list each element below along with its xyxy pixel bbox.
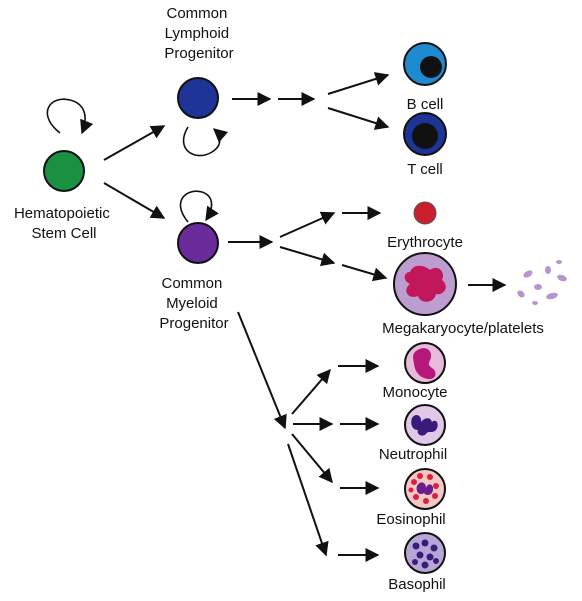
erythrocyte-cell	[413, 201, 437, 225]
clp-label: Common Lymphoid Progenitor	[164, 5, 233, 62]
monocyte-nucleus	[413, 348, 436, 380]
cmp-node: Common Myeloid Progenitor	[159, 190, 229, 332]
arrow-branch-basophil	[287, 443, 329, 557]
basophil-granule	[426, 553, 434, 561]
basophil-granule	[416, 551, 424, 559]
eosinophil-nucleus	[416, 482, 434, 495]
platelet	[534, 284, 542, 290]
arrows	[103, 72, 507, 562]
arrow-to-t-cell	[327, 107, 390, 130]
monocyte-node: Monocyte	[382, 342, 448, 401]
basophil-granule	[421, 561, 429, 569]
platelet	[517, 290, 525, 298]
eosinophil-granule	[427, 474, 433, 480]
neutrophil-nucleus	[411, 415, 438, 436]
eosinophil-granule	[433, 483, 439, 489]
eosinophil-granules	[408, 473, 439, 504]
arrow-branch-megakaryocyte	[279, 246, 336, 267]
arrow-cmp-to-granulocyte-branch	[237, 311, 287, 430]
platelet	[556, 260, 562, 264]
t-cell-nucleus	[412, 123, 438, 149]
platelet	[557, 274, 567, 282]
erythrocyte-label: Erythrocyte	[387, 234, 463, 251]
basophil-granule	[433, 558, 439, 564]
arrow-branch-eosinophil	[291, 433, 333, 484]
arrow-branch-erythrocyte	[279, 211, 336, 238]
platelet	[523, 270, 533, 278]
platelet	[546, 292, 558, 300]
basophil-granule	[421, 539, 429, 547]
b-cell-nucleus	[420, 56, 442, 78]
cmp-cell	[177, 222, 219, 264]
megakaryocyte-nucleus	[404, 265, 446, 302]
arrow-hsc-to-clp	[103, 125, 166, 161]
basophil-node: Basophil	[388, 532, 446, 593]
eosinophil-node: Eosinophil	[376, 468, 446, 528]
t-cell-node: T cell	[403, 112, 447, 178]
basophil-granule	[412, 559, 418, 565]
hsc-label: Hematopoietic Stem Cell	[14, 205, 114, 242]
eosinophil-granule	[417, 473, 423, 479]
basophil-granule	[412, 542, 420, 550]
eosinophil-label: Eosinophil	[376, 511, 445, 528]
eosinophil-granule	[408, 487, 414, 493]
b-cell-node: B cell	[403, 42, 447, 113]
hsc-node: Hematopoietic Stem Cell	[14, 98, 114, 242]
neutrophil-node: Neutrophil	[379, 404, 447, 463]
eosinophil-granule	[411, 479, 417, 485]
arrow-to-b-cell	[327, 72, 390, 95]
monocyte-label: Monocyte	[382, 384, 447, 401]
platelets-group	[517, 260, 567, 305]
arrow-hsc-to-cmp	[103, 182, 166, 219]
hsc-self-renewal-arrow	[46, 98, 94, 135]
platelet	[532, 301, 538, 305]
basophil-granule	[430, 544, 438, 552]
cmp-self-renewal-arrow	[179, 190, 219, 223]
platelet	[545, 266, 551, 274]
eosinophil-granule	[432, 493, 438, 499]
erythrocyte-node: Erythrocyte	[387, 201, 463, 251]
basophil-granules	[412, 539, 439, 569]
b-cell-label: B cell	[407, 96, 444, 113]
basophil-label: Basophil	[388, 576, 446, 593]
eosinophil-granule	[423, 498, 429, 504]
eosinophil-granule	[413, 494, 419, 500]
neutrophil-label: Neutrophil	[379, 446, 447, 463]
clp-node: Common Lymphoid Progenitor	[164, 5, 234, 157]
clp-cell	[177, 77, 219, 119]
clp-self-renewal-arrow	[182, 126, 229, 157]
arrow-branch-monocyte	[291, 368, 331, 415]
hsc-cell	[43, 150, 85, 192]
megakaryocyte-node: Megakaryocyte/platelets	[382, 252, 544, 337]
cmp-label: Common Myeloid Progenitor	[159, 275, 228, 332]
megakaryocyte-label: Megakaryocyte/platelets	[382, 320, 544, 337]
t-cell-label: T cell	[407, 161, 443, 178]
arrow-to-megakaryocyte	[341, 264, 388, 282]
